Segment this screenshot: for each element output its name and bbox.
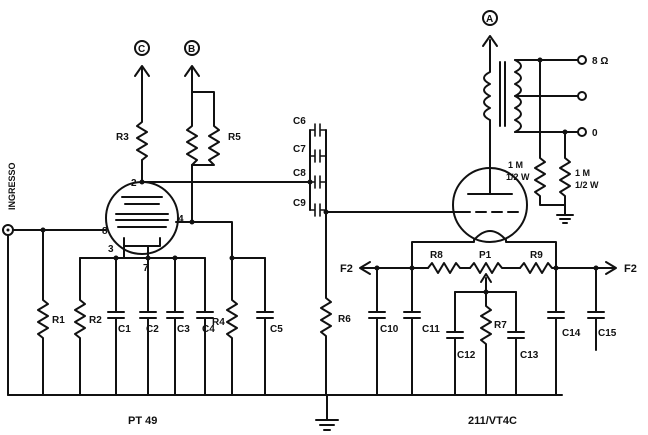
c11-capacitor: [403, 267, 421, 396]
pin-3-label: 3: [108, 244, 114, 255]
vt4c-filament: [473, 230, 507, 241]
c10-capacitor: [368, 267, 386, 396]
filament-right-label: F2: [624, 263, 637, 275]
filament-arrow-left: [359, 261, 378, 275]
terminal-c-label: C: [138, 44, 145, 55]
tap-8-ohm[interactable]: [577, 55, 587, 65]
pt49-tube-envelope: [105, 181, 179, 255]
load-a-value: 1 M: [508, 160, 523, 170]
secondary-ground: [556, 214, 574, 224]
c14-label: C14: [562, 328, 581, 339]
r5-branch-left: [186, 91, 198, 166]
load-a-watt: 1/2 W: [506, 172, 530, 182]
pt49-tube-label: PT 49: [128, 415, 157, 427]
r1-resistor: [37, 229, 49, 396]
r9-label: R9: [530, 250, 543, 261]
c3-capacitor: [166, 257, 184, 396]
transformer-core: [499, 61, 506, 127]
pin-8-label: 8: [102, 226, 108, 237]
p1-potentiometer: [469, 262, 521, 274]
load-resistor-b: [559, 131, 571, 216]
r2-label: R2: [89, 315, 102, 326]
r9-resistor: [519, 262, 601, 274]
c4-capacitor: [196, 257, 214, 396]
c8-label: C8: [293, 168, 306, 179]
c15-capacitor: [587, 267, 605, 351]
tap-0[interactable]: [577, 127, 587, 137]
pt49-grids: [115, 213, 169, 228]
p1-label: P1: [479, 250, 492, 261]
load-b-value: 1 M: [575, 168, 590, 178]
filament-arrow-right: [599, 261, 617, 275]
input-label: INGRESSO: [7, 162, 17, 210]
vt4c-tube-label: 211/VT4C: [468, 415, 517, 427]
c2-capacitor: [139, 257, 157, 396]
r4-resistor: [226, 257, 238, 396]
tap-middle[interactable]: [577, 91, 587, 101]
pin-4-label: 4: [178, 214, 184, 225]
c14-capacitor: [547, 267, 565, 396]
r3-resistor: [136, 79, 148, 161]
r4-label: R4: [212, 317, 225, 328]
terminal-c[interactable]: [134, 40, 150, 56]
terminal-c-arrow: [134, 65, 150, 81]
r5-label: R5: [228, 132, 241, 143]
tap-8-ohm-label: 8 Ω: [592, 56, 608, 67]
r6-resistor: [320, 211, 332, 396]
r7-resistor: [480, 291, 492, 396]
c11-label: C11: [422, 324, 440, 335]
c6-capacitor: [309, 123, 327, 137]
r8-resistor: [427, 262, 471, 274]
pin-7-label: 7: [143, 263, 149, 274]
c3-label: C3: [177, 324, 190, 335]
transformer-primary: [483, 59, 491, 126]
r3-label: R3: [116, 132, 129, 143]
c4-label: C4: [202, 324, 215, 335]
c9-capacitor: [309, 203, 327, 217]
p1-wiper: [480, 273, 492, 293]
load-resistor-a: [534, 59, 566, 206]
c9-label: C9: [293, 198, 306, 209]
c12-capacitor: [446, 291, 464, 396]
terminal-b[interactable]: [184, 40, 200, 56]
c13-capacitor: [507, 291, 525, 396]
c1-capacitor: [107, 257, 125, 396]
c5-label: C5: [270, 324, 283, 335]
c5-capacitor: [256, 257, 274, 396]
r2-resistor: [74, 257, 86, 396]
c6-label: C6: [293, 116, 306, 127]
c7-capacitor: [309, 149, 327, 163]
c12-label: C12: [457, 350, 476, 361]
load-b-watt: 1/2 W: [575, 180, 599, 190]
terminal-a-label: A: [486, 14, 493, 25]
r1-label: R1: [52, 315, 65, 326]
r7-label: R7: [494, 320, 507, 331]
pt49-plate: [121, 196, 163, 205]
terminal-b-arrow: [184, 65, 200, 81]
c15-label: C15: [598, 328, 617, 339]
tap-0-label: 0: [592, 128, 598, 139]
r6-label: R6: [338, 314, 351, 325]
c1-label: C1: [118, 324, 131, 335]
pt49-cathode: [123, 237, 161, 247]
terminal-a[interactable]: [482, 10, 498, 26]
ground-symbol: [315, 419, 339, 431]
pin-2-label: 2: [131, 178, 137, 189]
c2-label: C2: [146, 324, 159, 335]
r8-label: R8: [430, 250, 443, 261]
r5-branch-right: [191, 91, 220, 166]
c10-label: C10: [380, 324, 399, 335]
filament-left-label: F2: [340, 263, 353, 275]
input-wire: [7, 229, 107, 396]
terminal-a-arrow: [482, 35, 498, 47]
c13-label: C13: [520, 350, 539, 361]
c7-label: C7: [293, 144, 306, 155]
terminal-b-label: B: [188, 44, 195, 55]
